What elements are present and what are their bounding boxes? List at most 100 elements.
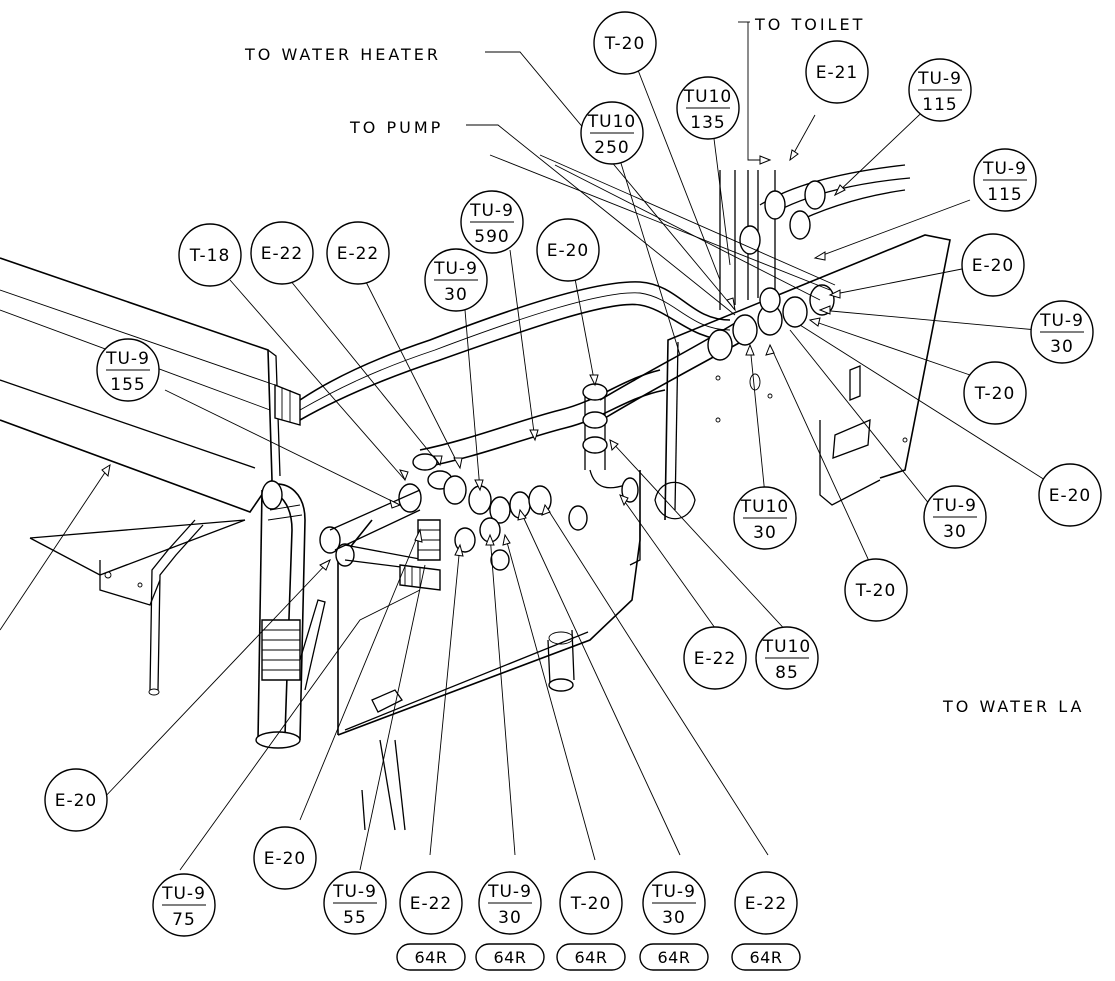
callout-part-code: E-22 <box>410 894 453 914</box>
callout-e21: E-21 <box>805 40 869 104</box>
callout-length: 30 <box>498 908 522 928</box>
to-water-la-label: TO WATER LA <box>942 697 1084 716</box>
callout-circle <box>961 233 1025 297</box>
lower-left-fitting-cluster <box>319 453 588 571</box>
to-pump-label: TO PUMP <box>349 118 443 137</box>
callout-tu9-30-bot1: 30 TU-9 <box>478 871 542 935</box>
callout-length: 155 <box>110 375 145 395</box>
reference-pill: 64R <box>556 943 626 971</box>
callout-part-code: TU-9 <box>161 884 206 904</box>
callout-part-code: TU10 <box>762 637 811 657</box>
callout-e20-right: E-20 <box>961 233 1025 297</box>
callout-part-code: E-22 <box>261 244 304 264</box>
callout-part-code: TU-9 <box>487 882 532 902</box>
callout-part-code: TU10 <box>683 87 732 107</box>
callout-e22-bot2: E-22 <box>734 871 798 935</box>
callout-part-code: E-22 <box>337 244 380 264</box>
callout-length: 135 <box>690 113 725 133</box>
piping <box>255 164 911 749</box>
callout-part-code: TU10 <box>740 497 789 517</box>
reference-pill: 64R <box>396 943 466 971</box>
callout-t20-right: T-20 <box>963 361 1027 425</box>
callout-circle <box>805 40 869 104</box>
callout-part-code: TU10 <box>587 112 636 132</box>
reference-code: 64R <box>494 948 527 967</box>
callout-circle <box>178 223 242 287</box>
callout-tu9-30-r2: 30 TU-9 <box>923 485 987 549</box>
callout-part-code: E-20 <box>972 256 1015 276</box>
callout-length: 55 <box>343 908 367 928</box>
callout-tu9-75: 75 TU-9 <box>152 873 216 937</box>
callout-circle <box>536 218 600 282</box>
callout-circle <box>734 871 798 935</box>
callout-e20-far-right: E-20 <box>1038 463 1102 527</box>
callout-circle <box>1038 463 1102 527</box>
callout-part-code: TU-9 <box>982 159 1027 179</box>
callout-part-code: TU-9 <box>105 349 150 369</box>
right-fitting-cluster <box>707 180 835 361</box>
callout-e20-left: E-20 <box>44 768 108 832</box>
callout-length: 75 <box>172 910 196 930</box>
callout-tu9-155: 155 TU-9 <box>96 338 160 402</box>
reference-code: 64R <box>750 948 783 967</box>
callout-part-code: E-22 <box>694 649 737 669</box>
callout-length: 85 <box>775 663 799 683</box>
equipment-outlines <box>0 234 951 831</box>
callout-t20-top: T-20 <box>593 11 657 75</box>
reference-pill: 64R <box>731 943 801 971</box>
callout-circle <box>559 871 623 935</box>
reference-code: 64R <box>658 948 691 967</box>
reference-pill-outline <box>731 943 801 971</box>
callout-length: 250 <box>594 138 629 158</box>
flow-labels: TO WATER HEATER TO PUMP TO TOILET TO WAT… <box>244 15 1084 716</box>
callout-part-code: T-20 <box>570 894 612 914</box>
callout-length: 30 <box>753 523 777 543</box>
callout-part-code: TU-9 <box>433 259 478 279</box>
callout-e22-a: E-22 <box>250 221 314 285</box>
callout-tu10-85: 85 TU10 <box>755 626 819 690</box>
callout-tu9-30-top: 30 TU-9 <box>424 248 488 312</box>
callout-part-code: T-20 <box>855 581 897 601</box>
threaded-fittings <box>399 519 441 591</box>
callout-part-code: E-22 <box>745 894 788 914</box>
callout-circle <box>844 558 908 622</box>
reference-pill-outline <box>556 943 626 971</box>
callout-e22-bot1: E-22 <box>399 871 463 935</box>
callout-circle <box>593 11 657 75</box>
callout-length: 30 <box>943 522 967 542</box>
callout-circle <box>326 221 390 285</box>
leader-lines <box>0 22 1046 871</box>
callout-tu10-30: 30 TU10 <box>733 486 797 550</box>
callout-circle <box>683 626 747 690</box>
callout-bubbles: T-20135TU10E-21115TU-9250TU10115TU-9590T… <box>44 11 1102 937</box>
callout-length: 30 <box>444 285 468 305</box>
reference-pill: 64R <box>639 943 709 971</box>
reference-pills: 64R 64R 64R 64R 64R <box>396 943 801 971</box>
callout-part-code: TU-9 <box>1039 311 1084 331</box>
callout-part-code: TU-9 <box>469 201 514 221</box>
callout-e22-c: E-22 <box>683 626 747 690</box>
reference-pill-outline <box>396 943 466 971</box>
callout-length: 30 <box>662 908 686 928</box>
callout-e20-mid: E-20 <box>536 218 600 282</box>
callout-part-code: TU-9 <box>932 496 977 516</box>
callout-t18: T-18 <box>178 223 242 287</box>
callout-circle <box>399 871 463 935</box>
callout-part-code: E-20 <box>1049 486 1092 506</box>
callout-t20-bot: T-20 <box>559 871 623 935</box>
callout-circle <box>250 221 314 285</box>
to-water-heater-label: TO WATER HEATER <box>244 45 441 64</box>
reference-pill-outline <box>475 943 545 971</box>
arrowheads <box>101 149 846 571</box>
callout-length: 115 <box>922 95 957 115</box>
callout-e20-lower: E-20 <box>253 826 317 890</box>
callout-part-code: T-20 <box>974 384 1016 404</box>
callout-e22-b: E-22 <box>326 221 390 285</box>
